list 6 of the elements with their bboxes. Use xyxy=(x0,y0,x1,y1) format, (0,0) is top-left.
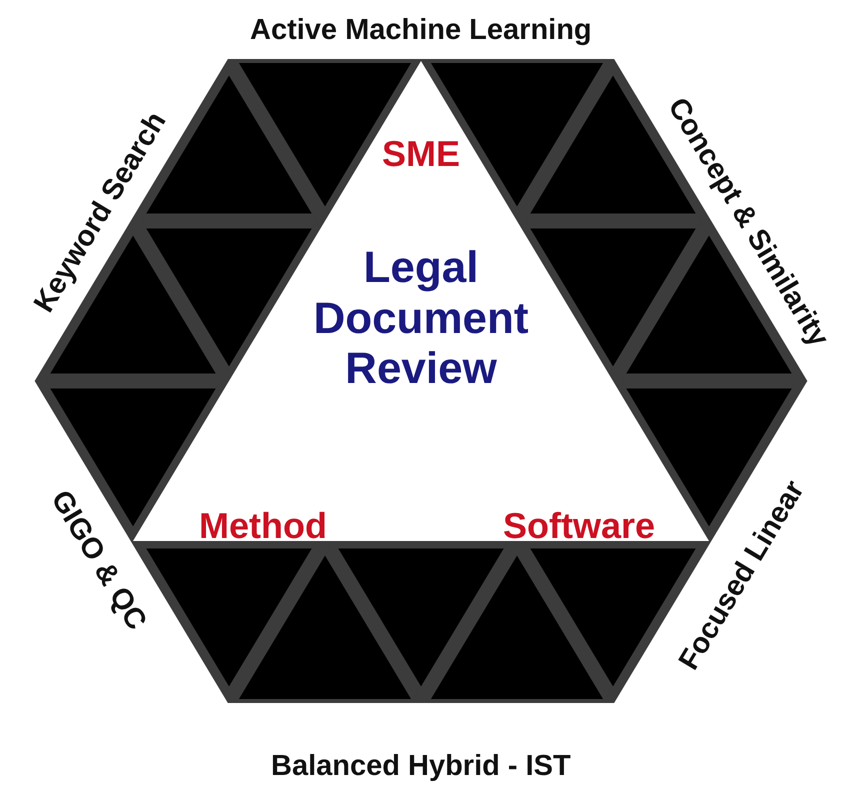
role-label: Software xyxy=(502,505,656,546)
role-label: SME xyxy=(380,133,461,174)
side-label: Active Machine Learning xyxy=(250,14,592,46)
title-text: Legal Document Review xyxy=(312,243,530,395)
role-label: Method xyxy=(198,505,328,546)
side-label: Balanced Hybrid - IST xyxy=(271,750,571,782)
